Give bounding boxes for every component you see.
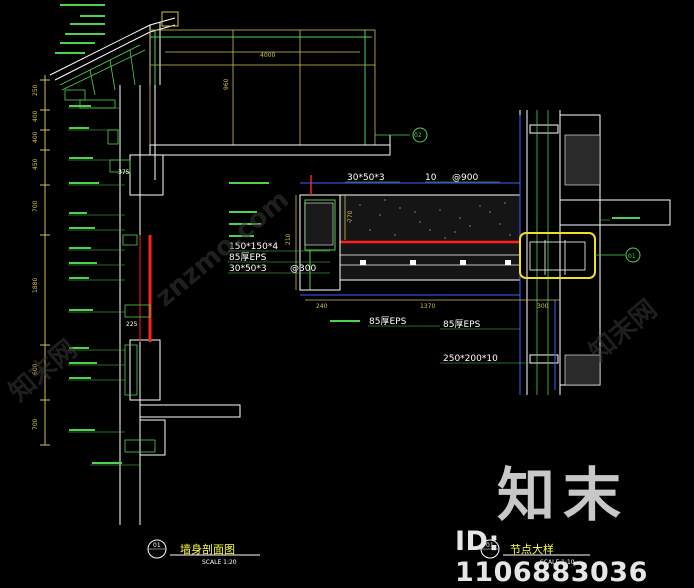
callout-left: 30*50*3 (347, 173, 385, 183)
right-title: 节点大样 (510, 542, 554, 556)
label-tube2: 30*50*3 (229, 264, 267, 274)
callout-top-bubble: 02 (414, 132, 422, 139)
slab-hatch (349, 199, 511, 239)
callout-right: 10 (425, 173, 437, 183)
callout-side-bubble: 01 (628, 253, 636, 260)
label-eps2: 85厚EPS (369, 316, 407, 327)
right-index-no: 01 (486, 542, 494, 549)
dim-v-2: 400 (32, 110, 39, 122)
dim-240: 240 (316, 303, 328, 310)
dim-v-5: 700 (32, 200, 39, 212)
dim-v-4: 450 (32, 158, 39, 170)
watermark-id: ID: 1106883036 (455, 526, 648, 588)
left-title-block: 01 墙身剖面图 SCALE 1:20 (147, 539, 260, 566)
watermark-logo: 知末 (497, 461, 630, 529)
dim-210: 210 (285, 233, 292, 245)
dim-v-8: 700 (32, 418, 39, 430)
left-scale: SCALE 1:20 (202, 559, 237, 566)
dim-roof-width: 4000 (260, 52, 275, 59)
dim-1370: 1370 (420, 303, 435, 310)
label-eps1: 85厚EPS (229, 252, 267, 263)
right-scale: SCALE 1:10 (540, 559, 575, 566)
dim-v-6: 1880 (32, 278, 39, 293)
label-300: @300 (290, 264, 316, 274)
label-eps3: 85厚EPS (443, 319, 481, 330)
label-plate: 250*200*10 (443, 354, 498, 364)
right-title-block: 01 节点大样 SCALE 1:10 (480, 539, 590, 566)
dim-375: 375 (118, 169, 130, 176)
dim-v-1: 250 (32, 84, 39, 96)
label-tube: 150*150*4 (229, 242, 278, 252)
dim-v-3: 400 (32, 131, 39, 143)
right-detail: 240 1370 300 770 210 02 01 (228, 110, 671, 566)
left-index-no: 01 (153, 542, 161, 549)
left-title: 墙身剖面图 (180, 542, 235, 556)
dim-770: 770 (347, 210, 354, 222)
dim-225: 225 (126, 321, 138, 328)
callout-900: @900 (452, 173, 478, 183)
dim-300: 300 (537, 303, 549, 310)
dim-roof-height: 960 (223, 78, 230, 90)
left-wall-section: 250 400 400 450 700 1880 600 700 (32, 4, 391, 566)
dim-v-7: 600 (32, 363, 39, 375)
